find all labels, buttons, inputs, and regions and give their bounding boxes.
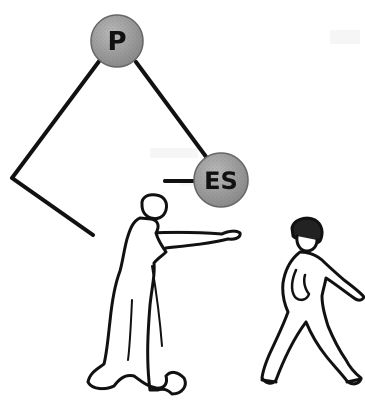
line-p-to-es: [134, 60, 209, 160]
connector-lines: [10, 58, 209, 237]
walking-person-icon: [260, 216, 365, 386]
bleed-through-marks: [150, 30, 360, 236]
node-es: ES: [193, 152, 249, 208]
pointing-person-icon: [86, 193, 242, 396]
line-p-to-left-branch: [10, 58, 102, 237]
node-es-label: ES: [204, 167, 238, 195]
node-p-label: P: [107, 27, 126, 57]
node-p: P: [90, 14, 144, 68]
